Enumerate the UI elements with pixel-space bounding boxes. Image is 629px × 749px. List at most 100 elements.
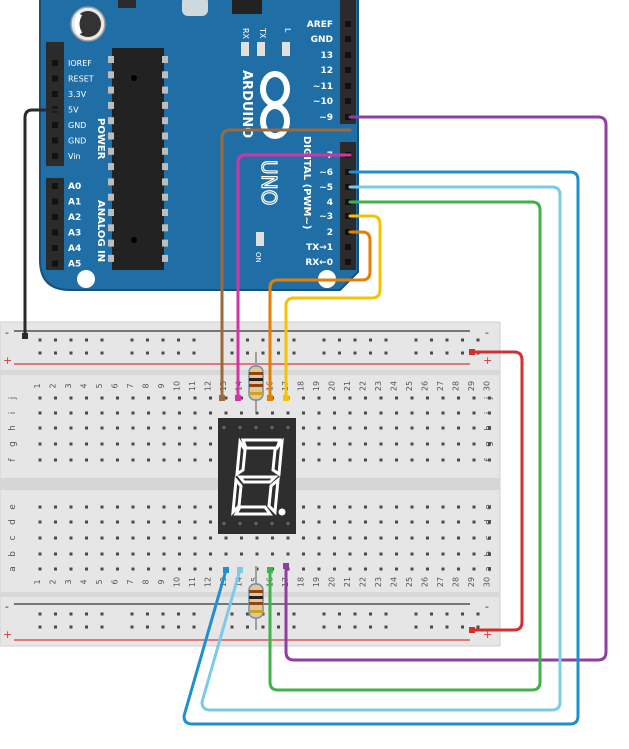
breadboard-hole[interactable]: [476, 338, 480, 342]
breadboard-hole[interactable]: [426, 411, 429, 415]
breadboard-hole[interactable]: [193, 505, 197, 509]
breadboard-hole[interactable]: [426, 458, 429, 462]
breadboard-hole[interactable]: [178, 442, 181, 446]
breadboard-hole[interactable]: [131, 396, 135, 400]
wire-endpoint[interactable]: [267, 395, 273, 401]
breadboard-hole[interactable]: [69, 338, 73, 342]
breadboard-hole[interactable]: [379, 411, 383, 415]
breadboard-hole[interactable]: [240, 411, 243, 415]
breadboard-hole[interactable]: [246, 612, 249, 616]
breadboard-hole[interactable]: [54, 625, 57, 629]
breadboard-hole[interactable]: [54, 338, 57, 342]
breadboard-hole[interactable]: [193, 458, 197, 462]
breadboard-hole[interactable]: [364, 458, 367, 462]
breadboard-hole[interactable]: [430, 351, 433, 355]
breadboard-hole[interactable]: [147, 426, 150, 430]
breadboard-hole[interactable]: [472, 458, 476, 462]
breadboard-hole[interactable]: [457, 552, 460, 556]
breadboard-hole[interactable]: [193, 536, 197, 540]
breadboard-hole[interactable]: [271, 552, 274, 556]
breadboard-hole[interactable]: [426, 536, 429, 540]
breadboard-hole[interactable]: [379, 567, 383, 571]
breadboard-hole[interactable]: [100, 612, 104, 616]
wire-endpoint[interactable]: [267, 567, 273, 573]
breadboard-hole[interactable]: [364, 567, 367, 571]
breadboard-hole[interactable]: [277, 612, 280, 616]
breadboard-hole[interactable]: [230, 351, 234, 355]
breadboard-hole[interactable]: [286, 411, 290, 415]
breadboard-hole[interactable]: [302, 458, 305, 462]
breadboard-hole[interactable]: [209, 505, 212, 509]
breadboard-hole[interactable]: [488, 411, 491, 415]
breadboard-hole[interactable]: [147, 505, 150, 509]
breadboard-hole[interactable]: [161, 338, 165, 342]
breadboard-hole[interactable]: [38, 520, 42, 524]
breadboard-hole[interactable]: [85, 338, 88, 342]
breadboard-hole[interactable]: [457, 505, 460, 509]
breadboard-hole[interactable]: [302, 520, 305, 524]
breadboard-hole[interactable]: [192, 351, 196, 355]
breadboard-hole[interactable]: [100, 351, 104, 355]
breadboard-hole[interactable]: [348, 505, 352, 509]
header-pin[interactable]: [345, 259, 351, 265]
breadboard-hole[interactable]: [338, 351, 341, 355]
breadboard-hole[interactable]: [317, 442, 321, 446]
breadboard-hole[interactable]: [488, 442, 491, 446]
breadboard-hole[interactable]: [348, 552, 352, 556]
breadboard-hole[interactable]: [317, 426, 321, 430]
breadboard-hole[interactable]: [364, 552, 367, 556]
wire-endpoint[interactable]: [283, 563, 289, 569]
breadboard-hole[interactable]: [457, 520, 460, 524]
breadboard-hole[interactable]: [384, 338, 388, 342]
breadboard-hole[interactable]: [441, 458, 445, 462]
breadboard-hole[interactable]: [162, 505, 166, 509]
wire-pin4-green[interactable]: [268, 200, 542, 692]
header-pin[interactable]: [345, 169, 351, 175]
breadboard-hole[interactable]: [472, 520, 476, 524]
breadboard-hole[interactable]: [69, 411, 73, 415]
breadboard-hole[interactable]: [146, 625, 149, 629]
breadboard-hole[interactable]: [193, 411, 197, 415]
breadboard-hole[interactable]: [488, 552, 491, 556]
breadboard-hole[interactable]: [54, 612, 57, 616]
breadboard-hole[interactable]: [333, 458, 336, 462]
breadboard-hole[interactable]: [441, 505, 445, 509]
breadboard-hole[interactable]: [333, 442, 336, 446]
breadboard-hole[interactable]: [457, 411, 460, 415]
breadboard-hole[interactable]: [193, 426, 197, 430]
breadboard-hole[interactable]: [410, 552, 414, 556]
resistor-top[interactable]: [248, 352, 264, 412]
breadboard-hole[interactable]: [193, 552, 197, 556]
breadboard-hole[interactable]: [193, 442, 197, 446]
breadboard-hole[interactable]: [348, 411, 352, 415]
breadboard-hole[interactable]: [131, 411, 135, 415]
breadboard-hole[interactable]: [353, 351, 357, 355]
breadboard-hole[interactable]: [54, 458, 57, 462]
breadboard-hole[interactable]: [162, 426, 166, 430]
breadboard-hole[interactable]: [414, 351, 418, 355]
breadboard-hole[interactable]: [85, 458, 88, 462]
breadboard-hole[interactable]: [85, 411, 88, 415]
breadboard-hole[interactable]: [322, 612, 326, 616]
breadboard-hole[interactable]: [292, 625, 296, 629]
breadboard-hole[interactable]: [461, 612, 464, 616]
breadboard-hole[interactable]: [131, 505, 135, 509]
breadboard-hole[interactable]: [271, 411, 274, 415]
breadboard-hole[interactable]: [395, 411, 398, 415]
header-pin[interactable]: [52, 183, 58, 189]
breadboard-hole[interactable]: [348, 567, 352, 571]
breadboard-hole[interactable]: [410, 505, 414, 509]
breadboard-hole[interactable]: [193, 396, 197, 400]
breadboard-hole[interactable]: [54, 552, 57, 556]
breadboard-hole[interactable]: [317, 458, 321, 462]
breadboard-hole[interactable]: [240, 536, 243, 540]
breadboard-hole[interactable]: [209, 396, 212, 400]
breadboard-hole[interactable]: [38, 612, 42, 616]
breadboard-hole[interactable]: [395, 567, 398, 571]
breadboard-hole[interactable]: [333, 505, 336, 509]
breadboard-hole[interactable]: [476, 612, 480, 616]
breadboard-hole[interactable]: [38, 625, 42, 629]
breadboard-hole[interactable]: [302, 396, 305, 400]
breadboard-hole[interactable]: [488, 520, 491, 524]
breadboard-hole[interactable]: [364, 396, 367, 400]
